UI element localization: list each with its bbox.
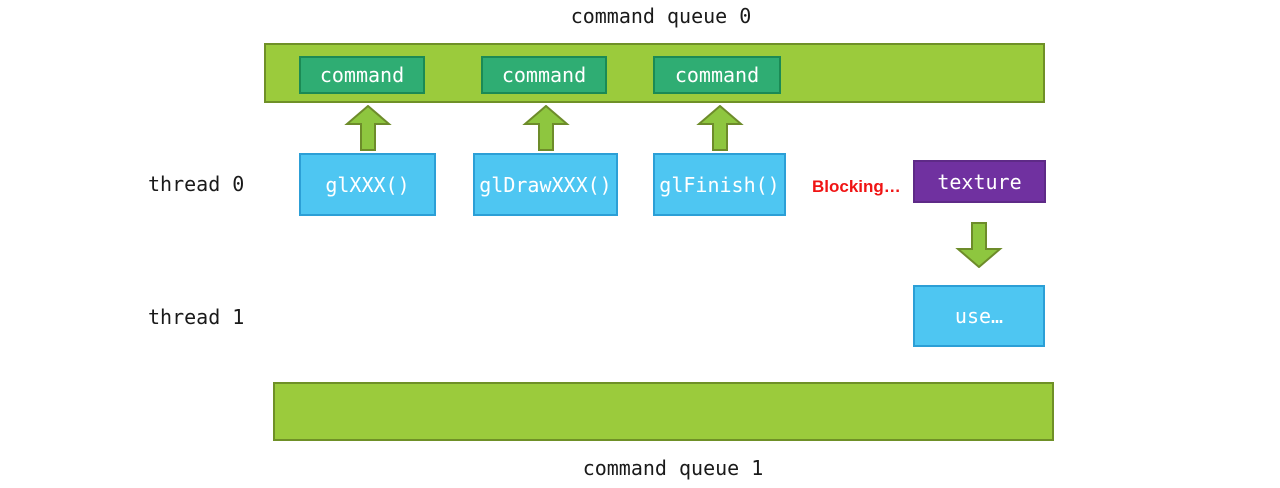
- up-arrow-icon: [696, 105, 744, 151]
- up-arrow-icon: [522, 105, 570, 151]
- texture-box: texture: [913, 160, 1046, 203]
- command-box-1: command: [299, 56, 425, 94]
- thread-0-label: thread 0: [148, 172, 245, 196]
- glxxx-call-box: glXXX(): [299, 153, 436, 216]
- command-box-2: command: [481, 56, 607, 94]
- thread-1-label: thread 1: [148, 305, 245, 329]
- glfinish-call-box: glFinish(): [653, 153, 786, 216]
- up-arrow-icon: [344, 105, 392, 151]
- command-queue-0-title: command queue 0: [570, 4, 752, 28]
- use-box: use…: [913, 285, 1045, 347]
- blocking-label: Blocking…: [812, 177, 901, 196]
- command-queue-1-bar: [273, 382, 1054, 441]
- command-box-3: command: [653, 56, 781, 94]
- command-queue-1-title: command queue 1: [582, 456, 764, 480]
- down-arrow-icon: [955, 222, 1003, 268]
- gldrawxxx-call-box: glDrawXXX(): [473, 153, 618, 216]
